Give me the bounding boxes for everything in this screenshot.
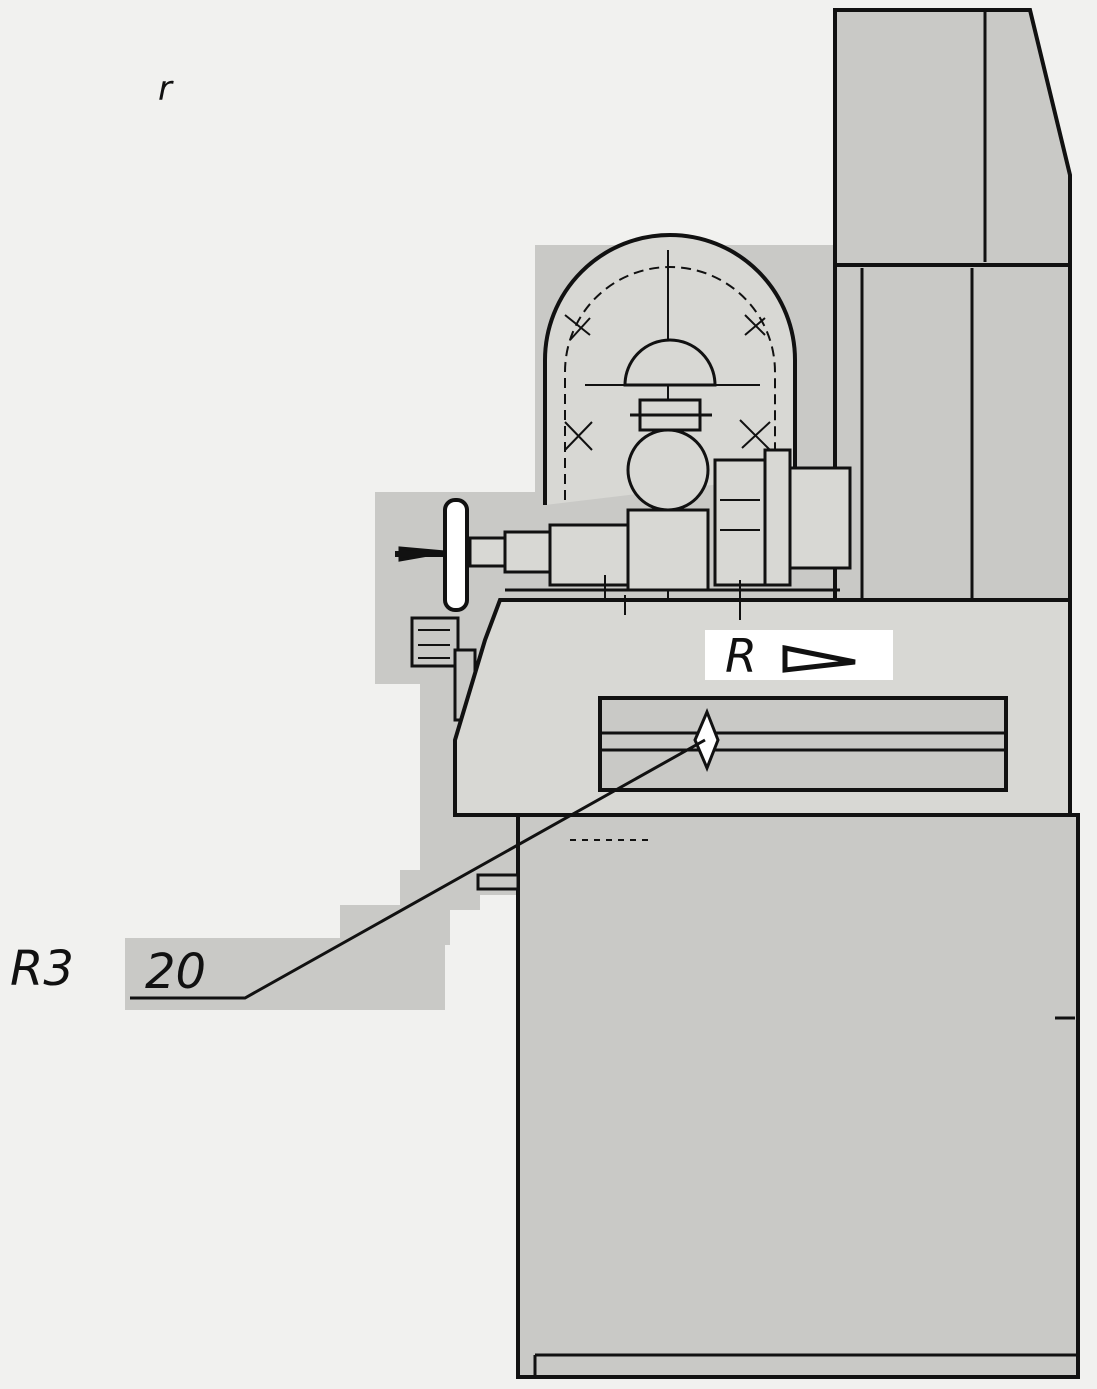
- column-upper: [833, 8, 1072, 267]
- label-20: 20: [145, 944, 206, 1000]
- machine-base: [476, 813, 1080, 1379]
- triangle-arrow-icon: [782, 644, 856, 673]
- handwheel: [395, 498, 552, 612]
- table-slot: [598, 696, 1008, 792]
- spindle-head: [548, 338, 852, 592]
- stray-mark-r: r: [158, 69, 174, 109]
- column-lower: [833, 263, 1072, 605]
- leader-line: [130, 738, 706, 1000]
- label-r: R: [725, 629, 757, 683]
- label-box-r: R: [705, 629, 893, 683]
- label-r3: R3: [10, 941, 74, 997]
